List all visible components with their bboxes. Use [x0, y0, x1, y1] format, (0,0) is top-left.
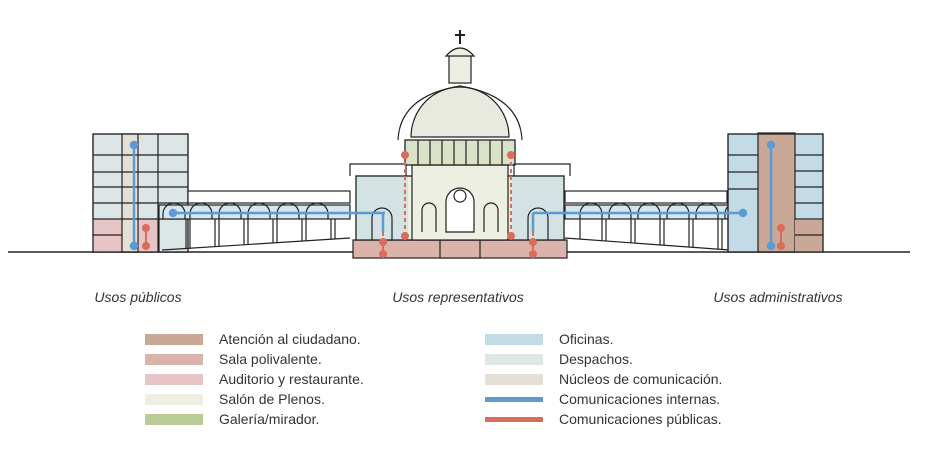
legend-item: Comunicaciones públicas. [485, 409, 722, 429]
legend-label: Salón de Plenos. [219, 391, 325, 407]
legend-label: Comunicaciones internas. [559, 391, 721, 407]
legend-item: Salón de Plenos. [145, 389, 364, 409]
legend-item: Núcleos de comunicación. [485, 369, 722, 389]
legend-label: Galería/mirador. [219, 411, 320, 427]
legend-label: Oficinas. [559, 331, 614, 347]
legend-swatch [145, 393, 203, 405]
legend-item: Auditorio y restaurante. [145, 369, 364, 389]
legend-label: Comunicaciones públicas. [559, 411, 722, 427]
legend-item: Despachos. [485, 349, 722, 369]
internal-communications [129, 140, 776, 251]
public-communications [142, 151, 785, 258]
legend-swatch [485, 416, 543, 422]
legend-label: Sala polivalente. [219, 351, 322, 367]
legend-swatch [485, 333, 543, 345]
legend-swatch [145, 333, 203, 345]
legend-label: Auditorio y restaurante. [219, 371, 364, 387]
legend-swatch [485, 373, 543, 385]
zone-label-public: Usos públicos [94, 289, 182, 305]
building-elevation-diagram [8, 30, 910, 259]
legend-item: Atención al ciudadano. [145, 329, 364, 349]
legend-item: Comunicaciones internas. [485, 389, 722, 409]
legend-item: Oficinas. [485, 329, 722, 349]
legend-label: Despachos. [559, 351, 633, 367]
legend-right: Oficinas. Despachos. Núcleos de comunica… [485, 329, 722, 429]
legend-swatch [145, 373, 203, 385]
legend-swatch [145, 413, 203, 425]
legend-label: Atención al ciudadano. [219, 331, 361, 347]
left-tower [92, 133, 189, 253]
legend-left: Atención al ciudadano. Sala polivalente.… [145, 329, 364, 429]
zone-label-representative: Usos representativos [392, 289, 524, 305]
legend-label: Núcleos de comunicación. [559, 371, 723, 387]
legend-swatch [145, 353, 203, 365]
zone-label-administrative: Usos administrativos [713, 289, 843, 305]
legend-item: Galería/mirador. [145, 409, 364, 429]
right-tower [727, 132, 824, 253]
legend-item: Sala polivalente. [145, 349, 364, 369]
legend-swatch [485, 396, 543, 402]
legend-swatch [485, 353, 543, 365]
